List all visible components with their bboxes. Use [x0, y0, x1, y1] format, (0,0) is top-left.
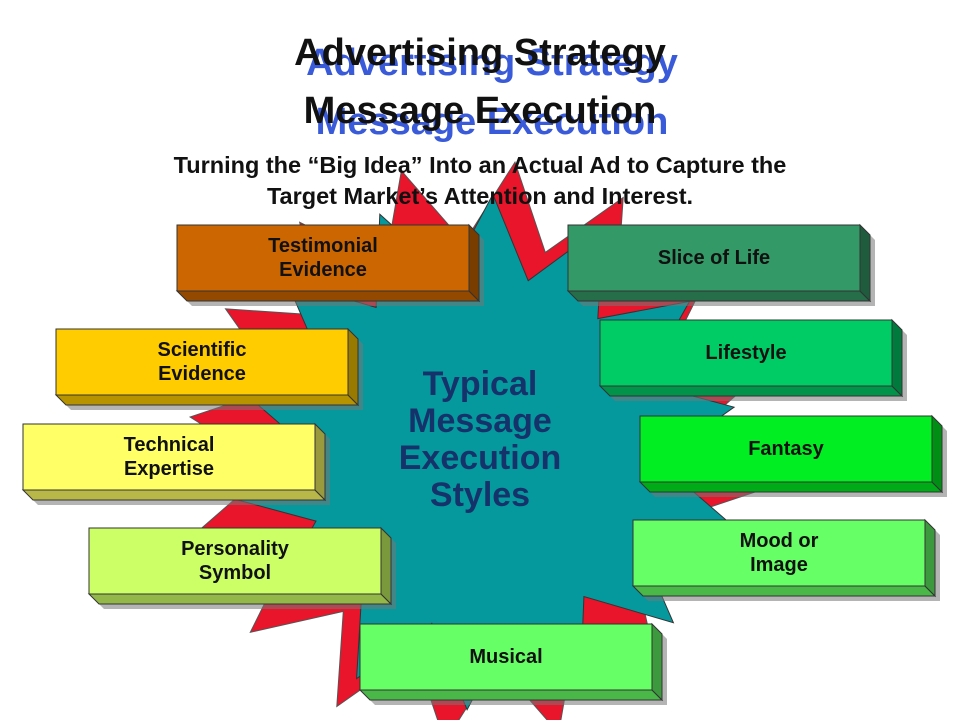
title-shadow-line-1: Advertising Strategy — [306, 42, 678, 84]
title-line-2: Message Execution — [303, 90, 657, 132]
style-box-line-1: Slice of Life — [657, 247, 771, 269]
center-label-line-3: Execution — [398, 439, 562, 477]
title-shadow-line-2: Message Execution — [315, 101, 669, 143]
style-box-line-2: Evidence — [279, 259, 367, 281]
style-box-line-1: Lifestyle — [705, 342, 787, 364]
center-label-line-4: Styles — [429, 476, 531, 514]
style-box-line-1: Testimonial — [268, 235, 378, 257]
subtitle-line-1: Turning the “Big Idea” Into an Actual Ad… — [173, 152, 787, 178]
subtitle-line-2: Target Market’s Attention and Interest. — [266, 183, 694, 209]
style-box-line-2: Expertise — [123, 458, 215, 480]
style-box-line-1: Technical — [123, 434, 215, 456]
style-box-line-1: Scientific — [157, 339, 247, 361]
style-box-line-2: Symbol — [198, 562, 272, 584]
center-label: Typical Message Execution Styles — [370, 366, 590, 514]
style-box-line-1: Personality — [181, 538, 289, 560]
title-line-1: Advertising Strategy — [294, 32, 666, 74]
style-box-line-2: Evidence — [158, 363, 246, 385]
style-box-line-2: Image — [750, 554, 808, 576]
center-label-line-1: Typical — [422, 365, 538, 403]
style-box-line-1: Fantasy — [748, 438, 824, 460]
style-box-line-1: Mood or — [739, 530, 819, 552]
center-label-line-2: Message — [408, 402, 552, 440]
subtitle: Turning the “Big Idea” Into an Actual Ad… — [40, 150, 920, 212]
style-box-line-1: Musical — [469, 646, 543, 668]
